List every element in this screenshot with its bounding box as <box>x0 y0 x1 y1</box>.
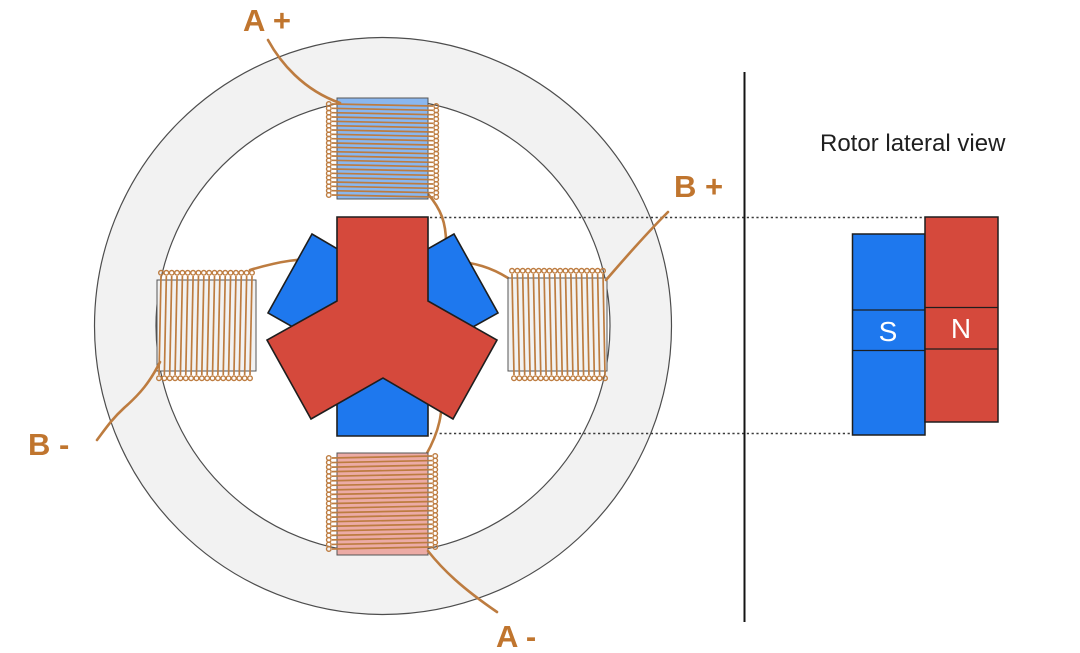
stator-outer-edge <box>93 36 673 616</box>
label-b-plus: B + <box>674 169 723 204</box>
coils <box>155 97 609 556</box>
coil-top-winding <box>325 100 440 200</box>
label-south-pole: S <box>879 316 898 347</box>
stator-ring-body <box>94 37 672 615</box>
wire-b-plus-lead <box>604 210 670 282</box>
lead-wires <box>95 38 670 614</box>
coil-right-winding <box>509 267 609 382</box>
rotor-north-pole-star <box>265 216 499 421</box>
label-a-plus: A + <box>243 3 291 38</box>
coil-left-winding <box>155 269 255 382</box>
magnet-bar-south <box>851 233 926 436</box>
wire-a-plus-lead <box>266 38 342 105</box>
coil-bottom-winding <box>325 453 439 553</box>
lateral-view-title: Rotor lateral view <box>820 130 1006 157</box>
rotor <box>265 216 500 437</box>
label-b-minus: B - <box>28 427 69 462</box>
wire-a-minus-lead <box>426 549 499 614</box>
magnet-bar-north <box>924 216 999 423</box>
wire-b-minus-lead <box>95 360 162 442</box>
label-a-minus: A - <box>496 619 536 653</box>
label-north-pole: N <box>951 313 971 344</box>
rotor-lateral-view: Rotor lateral view S N <box>820 130 1006 436</box>
